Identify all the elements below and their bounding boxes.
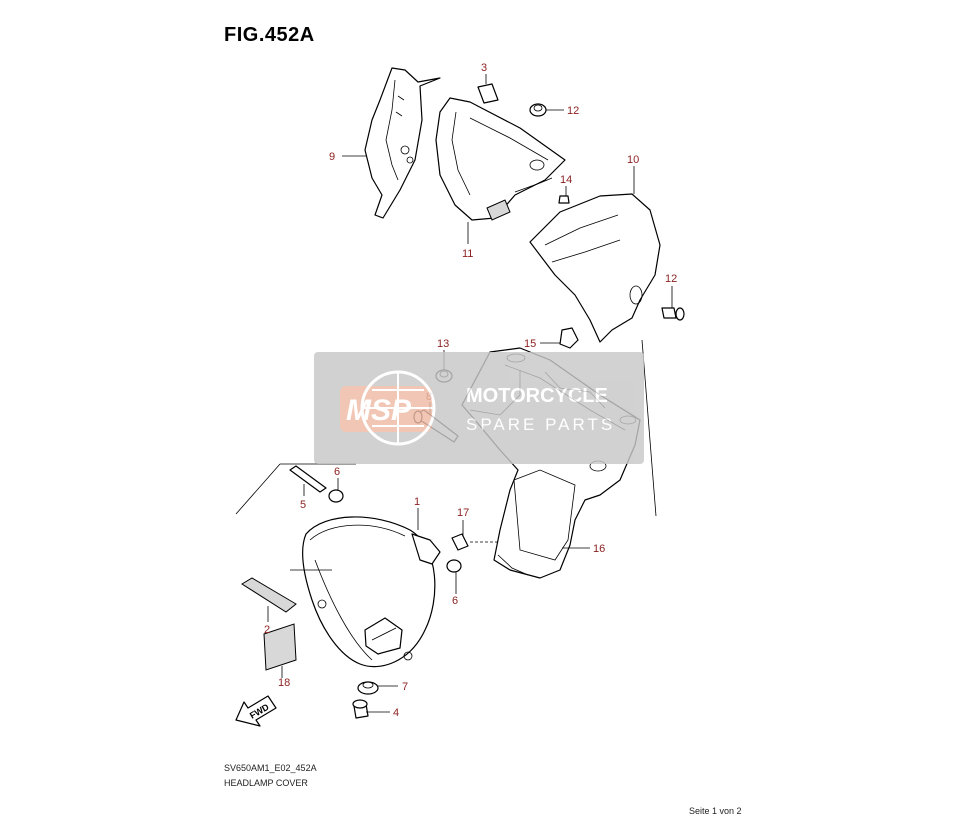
part-10-side-cover[interactable]: [529, 193, 661, 343]
forward-direction-arrow: FWD: [235, 695, 277, 727]
part-6-grommet-a[interactable]: [328, 489, 344, 503]
figure-caption: HEADLAMP COVER: [224, 778, 308, 788]
figure-title: FIG.452A: [224, 24, 315, 46]
callout-11: 11: [462, 248, 473, 260]
callout-7: 7: [402, 681, 408, 693]
callout-13: 13: [437, 338, 449, 350]
watermark-box: [314, 352, 644, 464]
part-1-headlamp-housing[interactable]: [302, 516, 441, 668]
callout-6-lower: 6: [452, 595, 458, 607]
callout-numbers: 3 12 9 10 14 11 12 15 13 8 6 5 1 17 16 6…: [264, 62, 677, 719]
watermark-line1: MOTORCYCLE: [466, 385, 608, 407]
part-3-pad[interactable]: [477, 83, 499, 104]
callout-12-right: 12: [665, 273, 677, 285]
part-12-bolt-right[interactable]: [661, 307, 685, 321]
watermark-line2: SPARE PARTS: [466, 415, 615, 434]
callout-16: 16: [593, 543, 605, 555]
part-17-screw[interactable]: [451, 533, 469, 551]
watermark: MSP MOTORCYCLE SPARE PARTS: [314, 352, 644, 464]
callout-3: 3: [481, 62, 487, 74]
part-4-screw[interactable]: [352, 699, 369, 719]
callout-17: 17: [457, 507, 469, 519]
page-indicator: Seite 1 von 2: [689, 806, 742, 816]
callout-2: 2: [264, 624, 270, 636]
watermark-logo: MSP: [346, 394, 412, 427]
part-9-side-bracket[interactable]: [364, 67, 441, 219]
callout-5: 5: [300, 499, 306, 511]
part-15-mount[interactable]: [559, 327, 579, 349]
part-14-screw[interactable]: [558, 195, 570, 204]
callout-10: 10: [627, 154, 639, 166]
callout-6-upper: 6: [334, 466, 340, 478]
callout-15: 15: [524, 338, 536, 350]
callout-4: 4: [393, 707, 399, 719]
part-11-cowl[interactable]: [435, 97, 566, 221]
model-code: SV650AM1_E02_452A: [224, 763, 317, 773]
part-12-grommet-top[interactable]: [529, 103, 547, 117]
callout-12-top: 12: [567, 105, 579, 117]
part-5-rod[interactable]: [289, 465, 327, 493]
callout-14: 14: [560, 174, 572, 186]
part-2-pad[interactable]: [241, 577, 297, 613]
callout-1: 1: [414, 496, 420, 508]
callout-9: 9: [329, 151, 335, 163]
part-6-grommet-b[interactable]: [446, 559, 462, 573]
part-18-label-sheet[interactable]: [263, 623, 297, 671]
part-7-grommet[interactable]: [357, 681, 379, 695]
callout-18: 18: [278, 677, 290, 689]
